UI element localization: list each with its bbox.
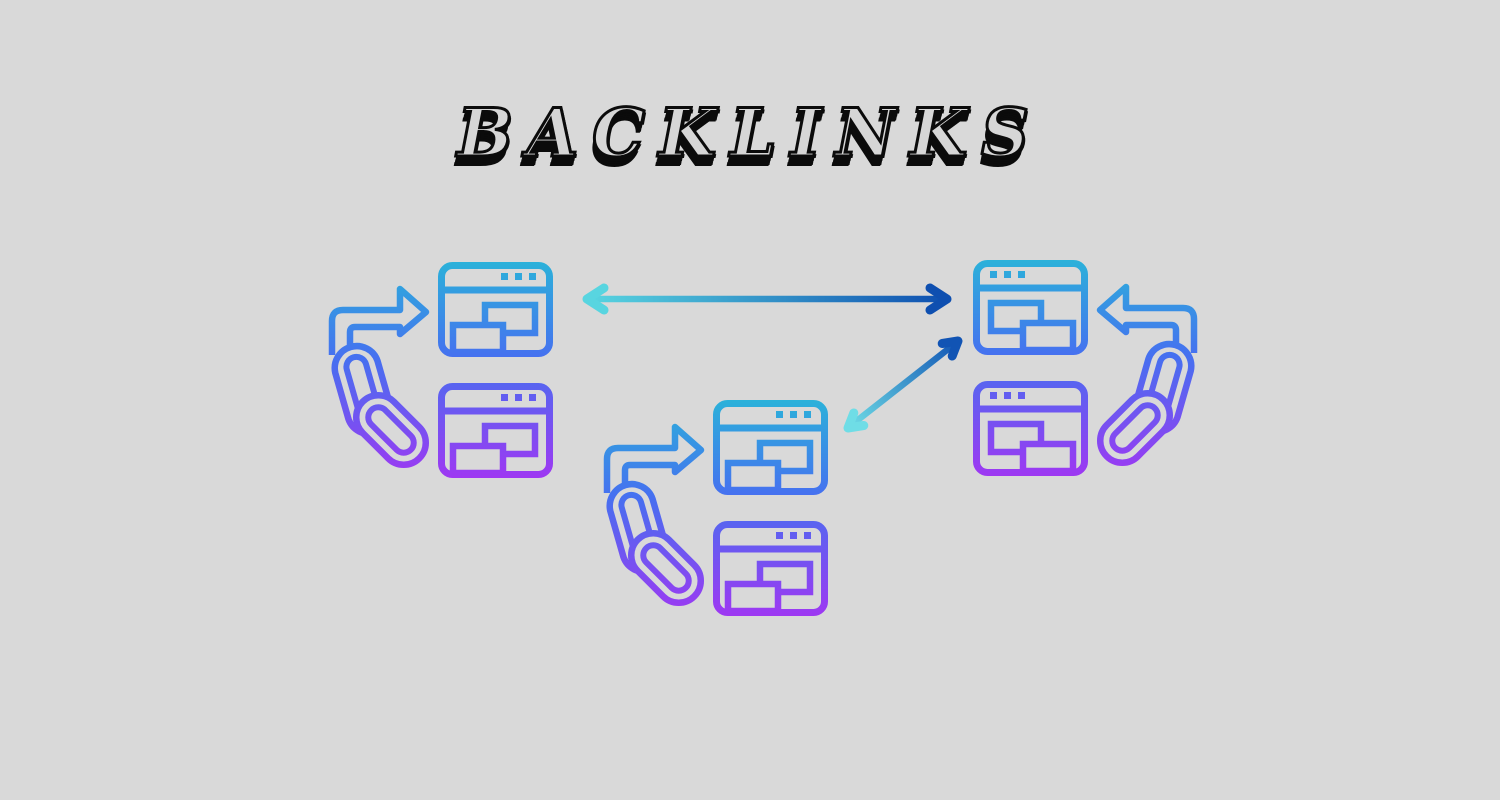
curved-arrow-icon [603,423,705,493]
window-dots [990,392,1025,399]
window-dots [501,273,536,280]
double-arrow-horizontal-icon [582,283,952,315]
browser-window-icon [713,521,828,616]
chain-arrow-icon [603,423,705,606]
chain-link-icon [1097,390,1173,466]
chain-arrow-icon [1096,283,1198,466]
chain-link-icon [628,530,704,606]
website-cluster-right [973,260,1198,476]
curved-arrow-icon [1096,283,1198,353]
browser-window-icon [438,262,553,357]
curved-arrow-icon [328,285,430,355]
window-dots [776,532,811,539]
window-dots [990,271,1025,278]
website-cluster-left [328,262,553,478]
window-dots [501,394,536,401]
browser-window-icon [973,381,1088,476]
browser-window-icon [713,400,828,495]
double-arrow-diagonal-icon [843,336,963,433]
chain-link-icon [353,392,429,468]
chain-arrow-icon [328,285,430,468]
page-title: BACKLINKS [456,93,1043,174]
website-cluster-center [603,400,828,616]
browser-window-icon [973,260,1088,355]
window-dots [776,411,811,418]
browser-window-icon [438,383,553,478]
